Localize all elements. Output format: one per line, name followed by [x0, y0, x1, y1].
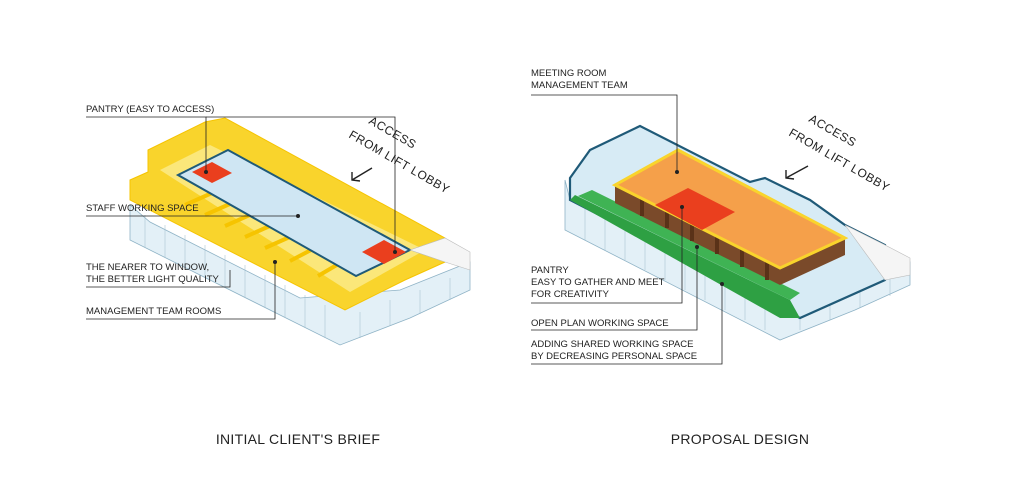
right-access-indicator: ACCESS FROM LIFT LOBBY: [785, 111, 892, 195]
left-caption: INITIAL CLIENT'S BRIEF: [216, 431, 380, 447]
left-access-indicator: ACCESS FROM LIFT LOBBY: [347, 113, 453, 196]
label-window-line-1: THE NEARER TO WINDOW,: [86, 262, 209, 273]
leader-dot: [204, 170, 208, 174]
leader-pantry-2: [206, 116, 396, 252]
label-shared-line-1: ADDING SHARED WORKING SPACE: [531, 339, 693, 350]
leader-meeting: [531, 94, 678, 172]
label-pantry-easy-access: PANTRY (EASY TO ACCESS): [86, 104, 214, 115]
leader-dot: [675, 170, 679, 174]
left-right-wing: [409, 237, 471, 271]
label-meeting-room-line-1: MEETING ROOM: [531, 68, 607, 79]
label-meeting-room-line-2: MANAGEMENT TEAM: [531, 80, 628, 91]
label-pantry-right-line-3: FOR CREATIVITY: [531, 289, 610, 300]
label-window-line-2: THE BETTER LIGHT QUALITY: [86, 274, 220, 285]
leader-pantry-right: [531, 207, 683, 304]
right-access-arrowhead: [785, 170, 795, 180]
left-access-arrow: [351, 167, 373, 181]
left-annotations: PANTRY (EASY TO ACCESS) STAFF WORKING SP…: [86, 104, 397, 320]
leader-dot: [296, 214, 300, 218]
label-management-rooms: MANAGEMENT TEAM ROOMS: [86, 306, 221, 317]
label-shared-line-2: BY DECREASING PERSONAL SPACE: [531, 351, 697, 362]
leader-dot: [680, 205, 684, 209]
label-staff-working-space: STAFF WORKING SPACE: [86, 203, 199, 214]
right-brown-fins: [640, 198, 769, 280]
leader-dot: [695, 245, 699, 249]
label-open-plan: OPEN PLAN WORKING SPACE: [531, 318, 669, 329]
label-pantry-right-line-2: EASY TO GATHER AND MEET: [531, 277, 665, 288]
right-green-strip: [570, 195, 800, 318]
leader-open-plan: [531, 247, 698, 331]
right-right-wing: [844, 224, 911, 281]
right-pantry-block: [655, 188, 735, 230]
leader-dot: [393, 250, 397, 254]
left-facade-mullions: [144, 215, 451, 338]
leader-dot: [720, 282, 724, 286]
left-pantry-block-1: [192, 162, 232, 183]
leader-window: [86, 270, 231, 288]
left-access-arrowhead: [351, 172, 361, 182]
leader-shared: [531, 284, 723, 365]
leader-management: [86, 262, 276, 320]
right-annotations: MEETING ROOM MANAGEMENT TEAM PANTRY EASY…: [531, 68, 724, 365]
right-meeting-zone: [611, 148, 849, 270]
right-access-arrow: [785, 165, 809, 179]
right-building: [564, 124, 911, 341]
left-building: [129, 117, 471, 346]
label-pantry-right-line-1: PANTRY: [531, 265, 569, 276]
leader-dot: [273, 260, 277, 264]
right-green-band: [578, 190, 800, 300]
right-caption: PROPOSAL DESIGN: [671, 431, 810, 447]
